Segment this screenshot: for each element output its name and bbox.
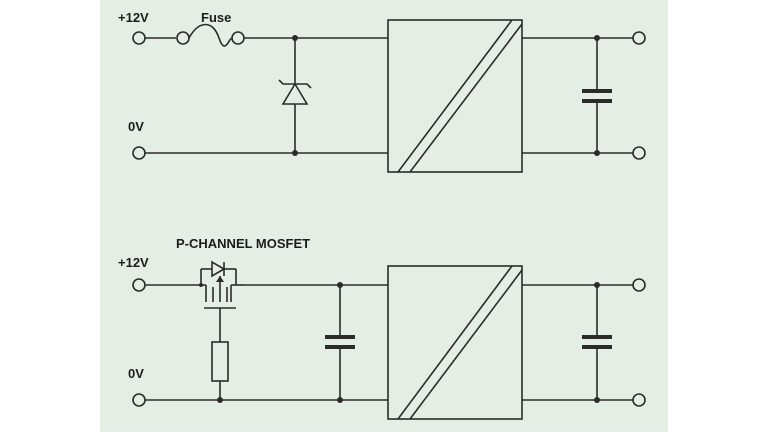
mosfet-label: P-CHANNEL MOSFET: [176, 236, 310, 251]
bottom-input-capacitor-symbol: [325, 282, 355, 403]
bottom-ground-label: 0V: [128, 366, 144, 381]
top-ground-terminal: [132, 146, 146, 160]
bottom-output-positive-terminal: [632, 278, 646, 292]
top-output-ground-terminal: [632, 146, 646, 160]
p-channel-mosfet-symbol: [199, 260, 244, 342]
top-output-positive-terminal: [632, 31, 646, 45]
bottom-positive-terminal: [132, 278, 146, 292]
bottom-circuit: P-CHANNEL MOSFET +12V 0V: [118, 236, 646, 420]
fuse-label: Fuse: [201, 10, 231, 25]
top-positive-terminal: [132, 31, 146, 45]
bottom-output-ground-terminal: [632, 393, 646, 407]
bottom-positive-label: +12V: [118, 255, 149, 270]
bottom-ground-terminal: [132, 393, 146, 407]
bottom-dcdc-converter-block: [387, 265, 523, 420]
top-dcdc-converter-block: [387, 19, 523, 173]
schematic-panel: [100, 0, 668, 432]
bottom-output-capacitor-symbol: [582, 282, 612, 403]
top-circuit: +12V 0V Fuse: [118, 10, 646, 173]
top-ground-label: 0V: [128, 119, 144, 134]
fuse-symbol: [145, 23, 388, 47]
resistor-ground-junction: [217, 397, 223, 403]
zener-diode-symbol: [278, 35, 312, 156]
top-output-capacitor-symbol: [582, 35, 612, 156]
top-positive-label: +12V: [118, 10, 149, 25]
